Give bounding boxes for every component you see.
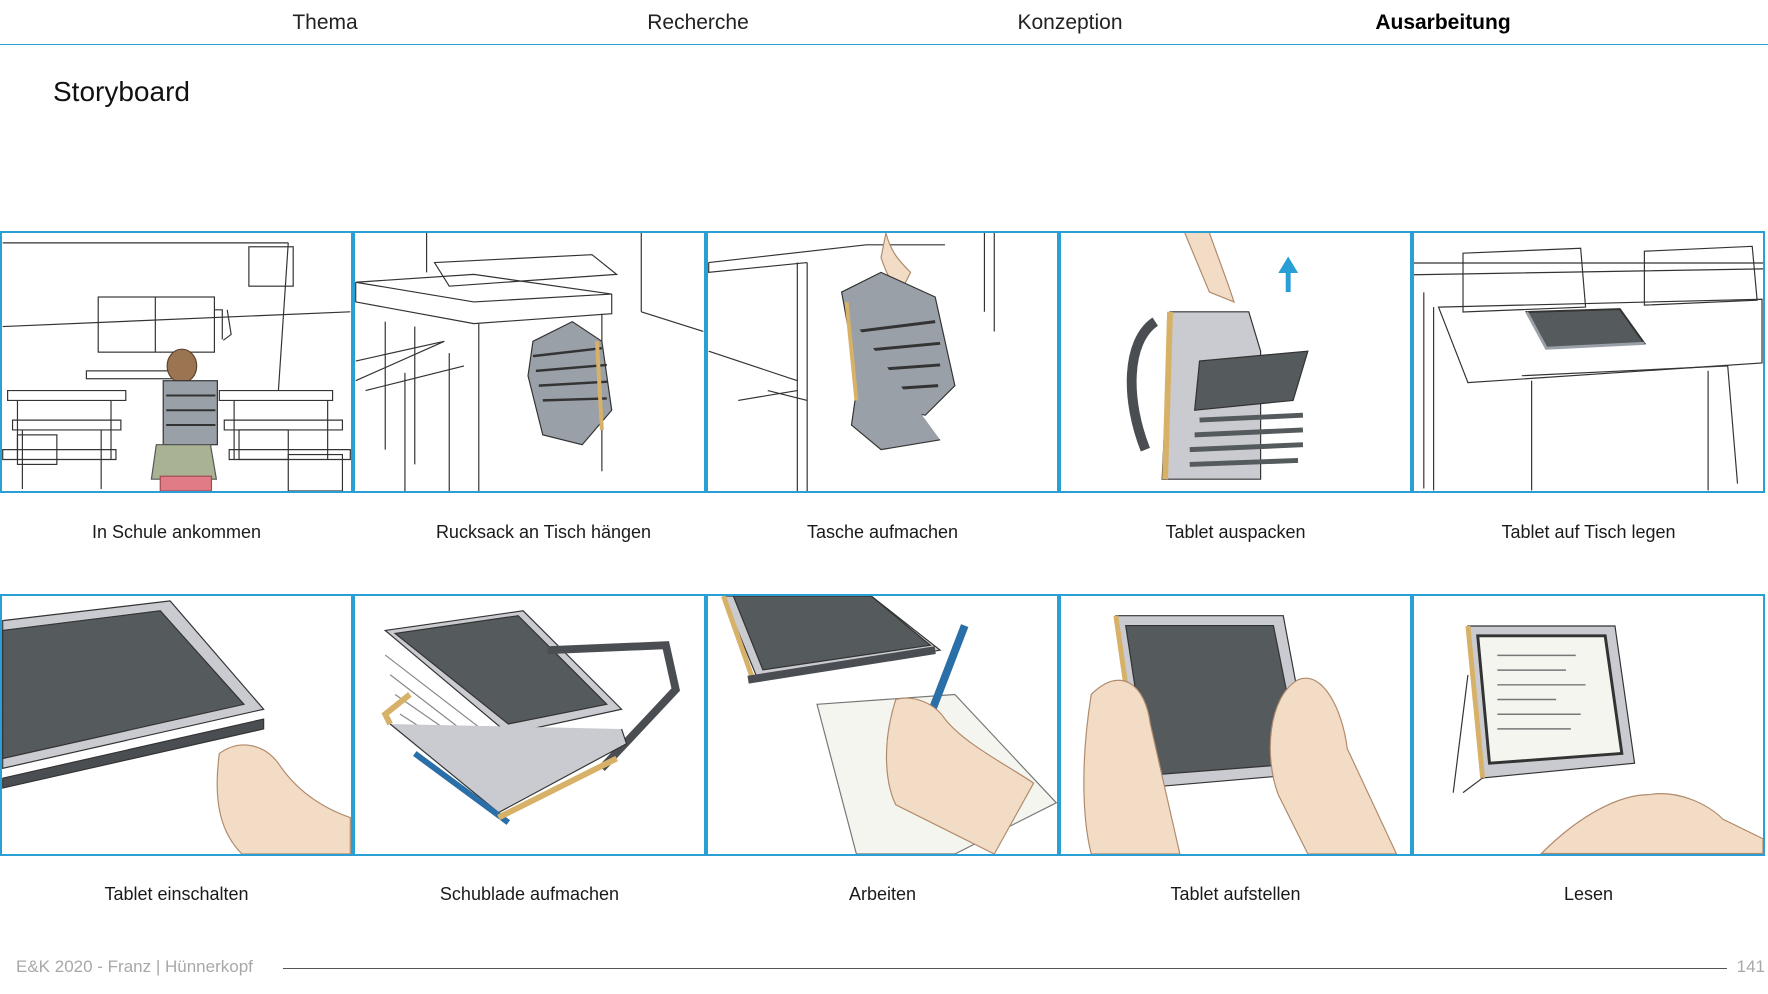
- caption-schublade-aufmachen: Schublade aufmachen: [439, 884, 620, 904]
- writing-illustration: [721, 596, 1057, 854]
- page-title: Storyboard: [53, 76, 190, 107]
- page-number: 141: [1736, 957, 1765, 976]
- panel-bag-opening: [706, 231, 1059, 493]
- panel-writing: [706, 594, 1059, 856]
- panel-tablet-standing: [1059, 594, 1412, 856]
- caption-tasche-aufmachen: Tasche aufmachen: [806, 522, 959, 542]
- panel-backpack-hanging: [353, 231, 706, 493]
- tablet-standing-illustration: [1083, 615, 1398, 854]
- top-navigation: Thema Recherche Konzeption Ausarbeitung: [0, 0, 1768, 45]
- tablet-unpacking-illustration: [1126, 233, 1309, 480]
- tablet-on-desk-illustration: [1414, 245, 1763, 491]
- nav-item-ausarbeitung[interactable]: Ausarbeitung: [1375, 11, 1511, 34]
- bag-opening-illustration: [708, 233, 995, 491]
- caption-rucksack-an-tisch-haengen: Rucksack an Tisch hängen: [435, 522, 652, 542]
- nav-item-thema[interactable]: Thema: [292, 11, 358, 34]
- panel-tablet-unpacking: [1059, 231, 1412, 493]
- nav-item-konzeption[interactable]: Konzeption: [1017, 11, 1123, 34]
- caption-tablet-aufstellen: Tablet aufstellen: [1170, 884, 1301, 904]
- caption-lesen: Lesen: [1563, 884, 1614, 904]
- tablet-power-on-illustration: [2, 600, 351, 854]
- backpack-hanging-illustration: [355, 233, 704, 491]
- reading-illustration: [1452, 625, 1763, 854]
- nav-item-recherche[interactable]: Recherche: [647, 11, 749, 34]
- caption-tablet-einschalten: Tablet einschalten: [104, 884, 249, 904]
- caption-arbeiten: Arbeiten: [848, 884, 917, 904]
- panel-tablet-on-desk: [1412, 231, 1765, 493]
- footer-credits: E&K 2020 - Franz | Hünnerkopf: [16, 957, 253, 976]
- panel-classroom-arrival: [0, 231, 353, 493]
- footer-divider: [283, 968, 1727, 969]
- caption-tablet-auspacken: Tablet auspacken: [1165, 522, 1306, 542]
- caption-tablet-auf-tisch-legen: Tablet auf Tisch legen: [1501, 522, 1676, 542]
- drawer-opening-illustration: [381, 610, 681, 825]
- panel-reading: [1412, 594, 1765, 856]
- panel-drawer-opening: [353, 594, 706, 856]
- caption-in-schule-ankommen: In Schule ankommen: [91, 522, 262, 542]
- panel-tablet-power-on: [0, 594, 353, 856]
- classroom-arrival-illustration: [2, 242, 351, 491]
